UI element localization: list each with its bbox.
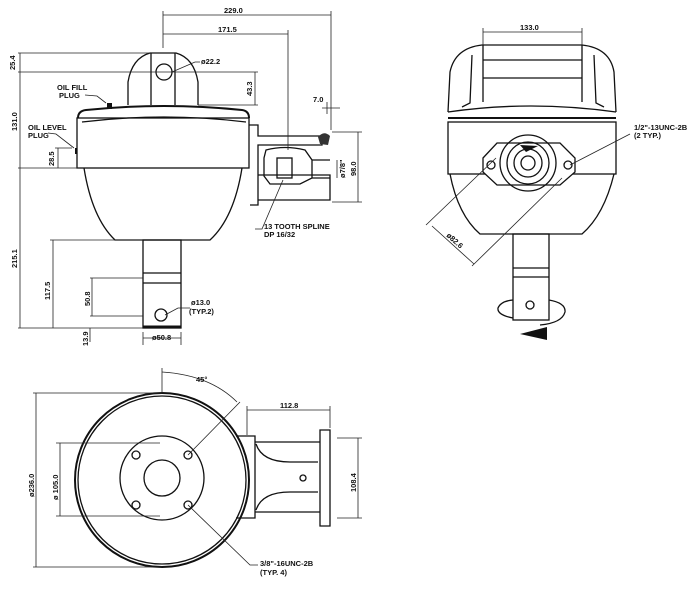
lifting-eye [127,52,199,105]
oil-level-plug [75,148,77,154]
dim-7-8: ø7/8" [338,159,347,178]
dim-50-8: 50.8 [83,291,92,306]
oil-level-label: OIL LEVEL [28,123,67,132]
oil-fill-label: OIL FILL [57,83,88,92]
dim-236: ø236.0 [27,474,36,497]
spline-label-2: DP 16/32 [264,230,295,239]
dim-shaft-dia: ø50.8 [152,333,171,342]
dim-133: 133.0 [520,23,539,32]
dim-25-4: 25.4 [8,55,17,70]
dim-229: 229.0 [224,6,243,15]
bottom-gearbox [236,429,331,527]
dim-131: 131.0 [10,112,19,131]
hub [143,459,181,497]
dim-105: ø 105.0 [51,475,60,500]
dim-98: 98.0 [349,161,358,176]
housing-body [76,117,250,169]
oil-fill-label-2: PLUG [59,91,80,100]
dim-43-3: 43.3 [245,81,254,96]
rotation-arrow-icon [497,299,566,326]
dim-117-5: 117.5 [43,282,52,300]
mounting-plate [119,435,205,521]
spline-label: 13 TOOTH SPLINE [264,222,330,231]
dim-171-5: 171.5 [218,25,237,34]
angle-45: 45° [196,375,207,384]
shaft-hole [154,308,168,322]
housing-cap [77,105,250,119]
thread-label-2: (2 TYP.) [634,131,661,140]
bottom-view: 45° 112.8 108.4 ø236.0 ø 105.0 3/8"-16UN… [27,368,362,577]
oil-level-label-2: PLUG [28,131,49,140]
dim-108-4: 108.4 [349,472,358,492]
shaft-hole-label-2: (TYP.2) [189,307,214,316]
output-shaft [142,239,182,329]
bottom-thread-label-2: (TYP. 4) [260,568,287,577]
dim-lift-hole: ø22.2 [201,57,220,66]
thread-label: 1/2"-13UNC-2B [634,123,688,132]
front-view: 229.0 171.5 ø22.2 25.4 43.3 131.0 28.5 7… [8,6,362,346]
side-view: 133.0 ø82.6 1/2"-13UNC-2B (2 TYP.) [425,23,688,340]
dim-13-9: 13.9 [81,331,90,346]
dim-7: 7.0 [313,95,323,104]
dim-28-5: 28.5 [47,151,56,166]
dim-112-8: 112.8 [280,401,298,410]
bottom-thread-label: 3/8"-16UNC-2B [260,559,314,568]
input-gearbox [249,124,331,206]
side-cap [447,44,617,113]
shaft-hole-label: ø13.0 [191,298,210,307]
housing-bowl [83,167,243,241]
dim-215-1: 215.1 [10,249,19,268]
input-flange [482,142,576,186]
oil-fill-plug [107,103,112,109]
